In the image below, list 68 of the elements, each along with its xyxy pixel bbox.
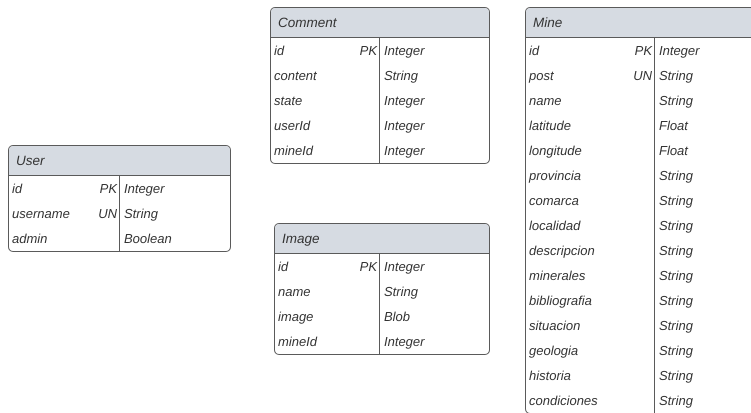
field-type: Integer [383,43,424,58]
field-type: Integer [123,181,164,196]
field-type: String [658,243,693,258]
field-name: minerales [528,268,586,283]
key-marker: PK [360,43,378,58]
key-marker: PK [360,259,378,274]
field-type: String [658,343,693,358]
field-type: String [658,368,693,383]
entity-table [270,7,490,164]
field-type: Integer [383,118,424,133]
field-type: String [658,218,693,233]
field-type: String [658,93,693,108]
field-type: String [658,193,693,208]
field-name: condiciones [528,393,598,408]
field-type: Integer [383,93,424,108]
key-marker: PK [634,43,654,58]
entity-table [8,145,231,252]
field-name: geologia [528,343,578,358]
field-name: id [11,181,22,196]
table-name: Mine [533,15,562,30]
field-name: id [273,43,284,58]
field-name: bibliografia [528,293,592,308]
field-name: latitude [528,118,571,133]
field-name: id [528,43,540,58]
field-name: mineId [273,143,314,158]
field-type: Integer [383,334,424,349]
field-type: String [383,68,418,83]
field-type: String [658,393,693,408]
field-name: post [528,68,554,83]
field-name: username [11,206,70,221]
field-name: name [277,284,311,299]
field-type: String [658,168,693,183]
key-marker: UN [633,68,653,83]
table-name: User [16,153,45,168]
field-type: Boolean [123,231,172,246]
field-type: String [658,318,693,333]
key-marker: PK [100,181,118,196]
table-name: Image [282,231,320,246]
entity-table [274,223,490,355]
field-type: Float [658,143,688,158]
entity-table [525,7,751,413]
field-name: admin [11,231,48,246]
field-name: content [273,68,317,83]
field-name: descripcion [528,243,595,258]
key-marker: UN [98,206,118,221]
field-type: String [123,206,158,221]
field-type: String [658,293,693,308]
field-name: comarca [528,193,579,208]
field-name: userId [273,118,310,133]
field-name: historia [528,368,571,383]
field-type: Blob [383,309,410,324]
field-name: state [273,93,302,108]
field-type: Float [658,118,688,133]
field-name: name [528,93,562,108]
field-name: situacion [528,318,580,333]
field-type: String [383,284,418,299]
field-type: Integer [383,143,424,158]
field-type: String [658,68,693,83]
field-name: localidad [528,218,580,233]
field-name: image [277,309,314,324]
field-type: Integer [383,259,424,274]
field-name: id [277,259,288,274]
field-type: Integer [658,43,700,58]
table-name: Comment [278,15,337,30]
field-name: longitude [528,143,582,158]
field-name: mineId [277,334,318,349]
field-name: provincia [528,168,582,183]
field-type: String [658,268,693,283]
